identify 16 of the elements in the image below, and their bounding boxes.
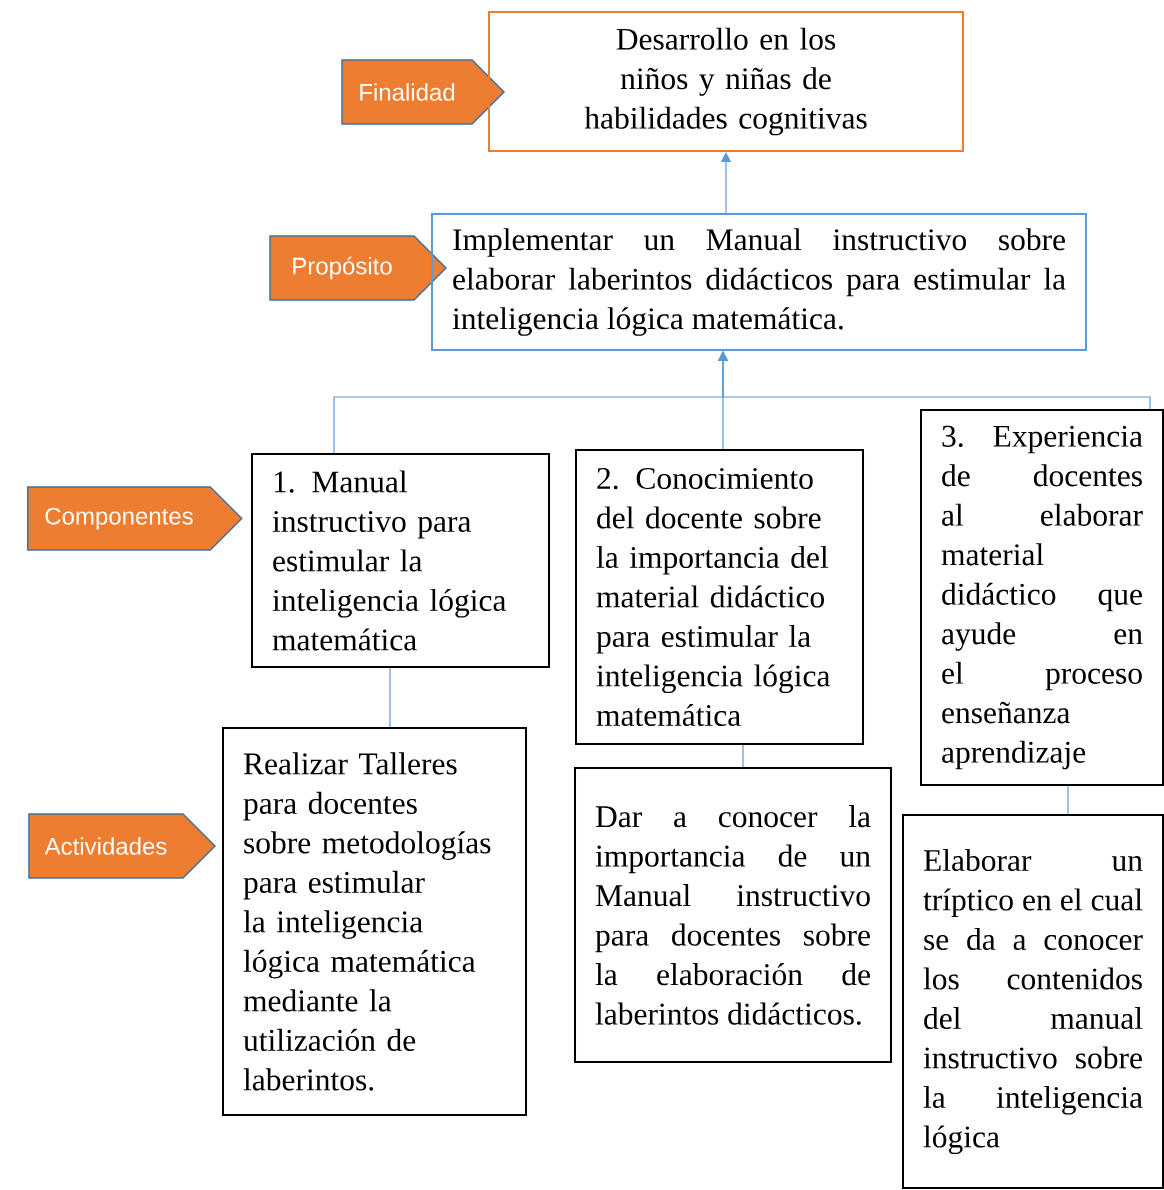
section-tag: Propósito xyxy=(269,235,448,301)
section-tag: Componentes xyxy=(27,486,243,551)
section-tag: Finalidad xyxy=(341,59,506,125)
text-box: 2. Conocimiento del docente sobre la importancia del material didáctico para estimular la inteligencia lógica matemática xyxy=(575,449,864,745)
text-box: Dar a conocer la importancia de un Manual instructivo para docentes sobre la elaboración de laberintos didácticos. xyxy=(574,767,892,1063)
text-box: Implementar un Manual instructivo sobre elaborar laberintos didácticos para estimular la inteligencia lógica matemática. xyxy=(431,213,1087,351)
connector xyxy=(742,744,744,768)
text-box: 1. Manual instructivo para estimular la inteligencia lógica matemática xyxy=(251,453,550,668)
connector xyxy=(389,667,391,728)
text-box: 3. Experiencia de docentes al elaborar material didáctico que ayude en el proceso enseñanza aprendizaje xyxy=(920,409,1164,786)
text-box: Desarrollo en los niños y niñas de habilidades cognitivas xyxy=(488,11,964,152)
text-box: Realizar Talleres para docentes sobre metodologías para estimular la inteligencia lógica matemática mediante la utilización de laberintos. xyxy=(222,727,527,1116)
connector xyxy=(717,351,1151,410)
text-box: Elaborar un tríptico en el cual se da a conocer los contenidos del manual instructivo sobre la inteligencia lógica xyxy=(902,814,1164,1189)
section-tag: Actividades xyxy=(28,813,217,879)
connector xyxy=(1067,785,1069,815)
